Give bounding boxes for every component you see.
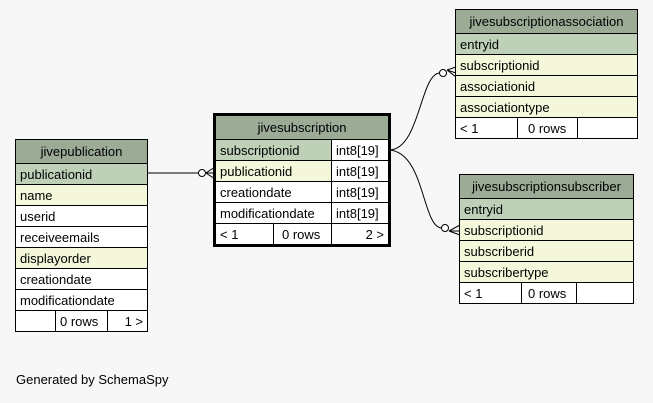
column-name: subscribertype: [464, 265, 549, 280]
table-jivesubscription[interactable]: jivesubscription subscriptionid int8[19]…: [213, 113, 391, 247]
table-jivesubscriptionassociation[interactable]: jivesubscriptionassociation entryid subs…: [455, 9, 638, 139]
column-name: creationdate: [220, 185, 292, 200]
children-count: [577, 118, 637, 138]
column-row: displayorder: [16, 247, 147, 268]
table-footer: < 1 0 rows: [460, 282, 633, 303]
children-count: 2 >: [331, 224, 388, 244]
edge-marker-crowfoot: [448, 224, 461, 236]
column-row: modificationdate: [16, 289, 147, 310]
column-name: publicationid: [20, 167, 93, 182]
column-name: subscriptionid: [460, 58, 540, 73]
edge-subscription-association: [388, 72, 441, 151]
column-name: modificationdate: [20, 293, 115, 308]
column-row: receiveemails: [16, 226, 147, 247]
column-name: publicationid: [220, 164, 293, 179]
column-row: associationtype: [456, 96, 637, 117]
column-name: name: [20, 188, 53, 203]
column-type: int8[19]: [331, 140, 388, 160]
table-header: jivesubscriptionassociation: [456, 10, 637, 33]
column-name: receiveemails: [20, 230, 100, 245]
table-header: jivesubscriptionsubscriber: [460, 175, 633, 198]
parents-count: < 1: [220, 227, 239, 242]
column-type: int8[19]: [331, 161, 388, 181]
column-name: subscriptionid: [464, 223, 544, 238]
edge-subscription-subscriber: [388, 149, 443, 229]
table-footer: < 1 0 rows: [456, 117, 637, 138]
column-row: publicationid: [16, 163, 147, 184]
edge-marker-crowfoot: [446, 66, 457, 78]
parents-count: [16, 311, 55, 331]
edge-marker-circle: [441, 224, 449, 232]
column-row: name: [16, 184, 147, 205]
table-jivesubscriptionsubscriber[interactable]: jivesubscriptionsubscriber entryid subsc…: [459, 174, 634, 304]
column-name: creationdate: [20, 272, 92, 287]
column-row: associationid: [456, 75, 637, 96]
table-header: jivesubscription: [216, 116, 388, 139]
table-footer: < 1 0 rows 2 >: [216, 223, 388, 244]
children-count: [576, 283, 633, 303]
table-header: jivepublication: [16, 140, 147, 163]
column-row: creationdate int8[19]: [216, 181, 388, 202]
column-row: subscriptionid: [460, 219, 633, 240]
column-name: associationtype: [460, 100, 550, 115]
column-name: subscriptionid: [220, 143, 300, 158]
column-type: int8[19]: [331, 203, 388, 223]
children-count: 1 >: [107, 311, 147, 331]
column-row: subscribertype: [460, 261, 633, 282]
column-row: subscriptionid int8[19]: [216, 139, 388, 160]
generated-by-caption: Generated by SchemaSpy: [16, 372, 169, 387]
row-count: 0 rows: [55, 311, 107, 331]
column-row: entryid: [460, 198, 633, 219]
table-jivepublication[interactable]: jivepublication publicationid name useri…: [15, 139, 148, 332]
column-row: userid: [16, 205, 147, 226]
edge-marker-circle: [198, 169, 206, 177]
column-row: entryid: [456, 33, 637, 54]
row-count: 0 rows: [517, 118, 583, 138]
column-name: displayorder: [20, 251, 91, 266]
column-row: subscriberid: [460, 240, 633, 261]
column-name: userid: [20, 209, 56, 224]
column-row: subscriptionid: [456, 54, 637, 75]
row-count: 0 rows: [521, 283, 579, 303]
column-type: int8[19]: [331, 182, 388, 202]
column-row: modificationdate int8[19]: [216, 202, 388, 223]
table-footer: 0 rows 1 >: [16, 310, 147, 331]
column-row: publicationid int8[19]: [216, 160, 388, 181]
edge-marker-circle: [439, 69, 447, 77]
column-name: entryid: [460, 37, 500, 52]
parents-count: < 1: [464, 286, 483, 301]
row-count: 0 rows: [273, 224, 335, 244]
column-name: modificationdate: [220, 206, 315, 221]
column-name: entryid: [464, 202, 504, 217]
column-name: subscriberid: [464, 244, 535, 259]
column-name: associationid: [460, 79, 536, 94]
parents-count: < 1: [460, 121, 479, 136]
column-row: creationdate: [16, 268, 147, 289]
